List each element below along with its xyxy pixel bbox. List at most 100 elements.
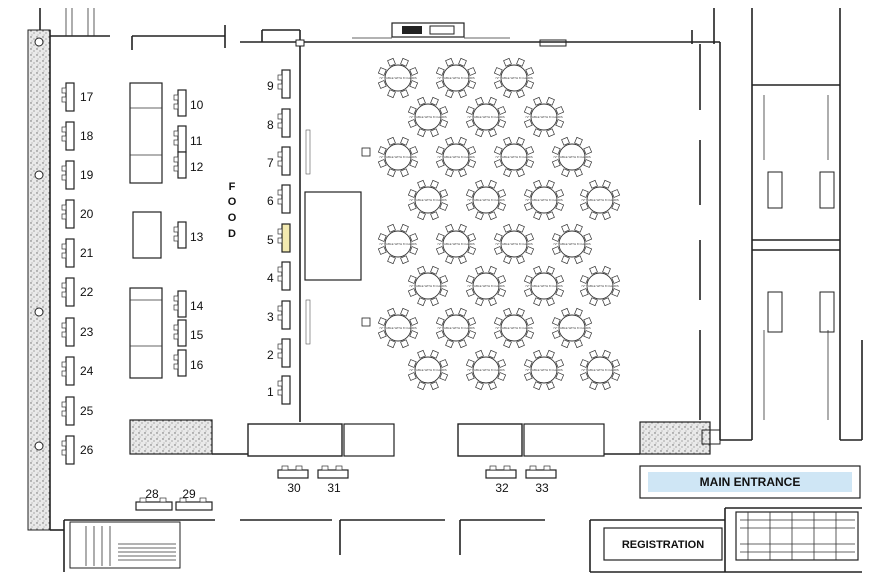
booth-10: 10 <box>173 89 204 117</box>
table-label: 72" TABLE WITH 8 CHAIRS <box>467 198 505 202</box>
booth-6: 6 <box>267 184 291 214</box>
table-label: 72" TABLE WITH 8 CHAIRS <box>525 198 563 202</box>
round-table: 72" TABLE WITH 8 CHAIRS <box>377 136 419 178</box>
booth-29: 29 <box>175 487 213 511</box>
booth-30: 30 <box>277 465 309 495</box>
booth-15: 15 <box>173 319 204 347</box>
booth-number: 13 <box>190 230 204 244</box>
stairs <box>69 521 181 569</box>
booth-31: 31 <box>317 465 349 495</box>
booth-number: 23 <box>80 325 94 339</box>
booth-number: 14 <box>190 299 204 313</box>
booth-number: 12 <box>190 160 204 174</box>
round-table: 72" TABLE WITH 8 CHAIRS <box>377 223 419 265</box>
booth-22: 22 <box>61 277 94 307</box>
booth-number: 9 <box>267 79 274 93</box>
booth-number: 1 <box>267 385 274 399</box>
left-wall-stone <box>27 29 51 531</box>
round-table: 72" TABLE WITH 8 CHAIRS <box>493 136 535 178</box>
round-table: 72" TABLE WITH 8 CHAIRS <box>407 179 449 221</box>
booth-number: 28 <box>145 487 159 501</box>
round-table: 72" TABLE WITH 8 CHAIRS <box>465 349 507 391</box>
table-label: 72" TABLE WITH 8 CHAIRS <box>495 242 533 246</box>
booth-number: 24 <box>80 364 94 378</box>
pillars <box>34 37 44 451</box>
table-label: 72" TABLE WITH 8 CHAIRS <box>553 155 591 159</box>
round-table: 72" TABLE WITH 8 CHAIRS <box>579 179 621 221</box>
booth-number: 20 <box>80 207 94 221</box>
table-label: 72" TABLE WITH 8 CHAIRS <box>495 326 533 330</box>
food-label-d: D <box>228 228 236 240</box>
booth-3: 3 <box>267 300 291 330</box>
booth-number: 16 <box>190 358 204 372</box>
booth-23: 23 <box>61 317 94 347</box>
booth-8: 8 <box>267 108 291 138</box>
table-label: 72" TABLE WITH 8 CHAIRS <box>379 76 417 80</box>
table-label: 72" TABLE WITH 8 CHAIRS <box>379 242 417 246</box>
booth-19: 19 <box>61 160 94 190</box>
table-label: 72" TABLE WITH 8 CHAIRS <box>437 326 475 330</box>
registration-label: REGISTRATION <box>622 539 704 551</box>
round-table: 72" TABLE WITH 8 CHAIRS <box>435 136 477 178</box>
table-label: 72" TABLE WITH 8 CHAIRS <box>495 155 533 159</box>
booth-number: 4 <box>267 271 274 285</box>
round-table: 72" TABLE WITH 8 CHAIRS <box>407 265 449 307</box>
booth-number: 5 <box>267 233 274 247</box>
table-label: 72" TABLE WITH 8 CHAIRS <box>581 198 619 202</box>
table-label: 72" TABLE WITH 8 CHAIRS <box>437 76 475 80</box>
stage <box>304 191 362 281</box>
round-tables: 72" TABLE WITH 8 CHAIRS 72" TABLE WITH 8 … <box>377 57 621 391</box>
round-table: 72" TABLE WITH 8 CHAIRS <box>551 307 593 349</box>
booth-2: 2 <box>267 338 291 368</box>
booth-20: 20 <box>61 199 94 229</box>
booth-number: 33 <box>535 481 549 495</box>
round-table: 72" TABLE WITH 8 CHAIRS <box>465 265 507 307</box>
booths: 1718192021222324252610111213141516987654… <box>61 69 557 511</box>
escalator <box>735 511 859 561</box>
table-label: 72" TABLE WITH 8 CHAIRS <box>409 198 447 202</box>
booth-number: 6 <box>267 194 274 208</box>
round-table: 72" TABLE WITH 8 CHAIRS <box>523 96 565 138</box>
table-label: 72" TABLE WITH 8 CHAIRS <box>409 368 447 372</box>
table-label: 72" TABLE WITH 8 CHAIRS <box>581 368 619 372</box>
table-label: 72" TABLE WITH 8 CHAIRS <box>581 284 619 288</box>
booth-11: 11 <box>173 125 203 153</box>
food-label-f: F <box>229 181 236 193</box>
table-label: 72" TABLE WITH 8 CHAIRS <box>437 155 475 159</box>
round-table: 72" TABLE WITH 8 CHAIRS <box>407 96 449 138</box>
table-label: 72" TABLE WITH 8 CHAIRS <box>525 368 563 372</box>
round-table: 72" TABLE WITH 8 CHAIRS <box>493 57 535 99</box>
booth-number: 31 <box>327 481 341 495</box>
booth-number: 29 <box>182 487 196 501</box>
round-table: 72" TABLE WITH 8 CHAIRS <box>377 307 419 349</box>
round-table: 72" TABLE WITH 8 CHAIRS <box>435 307 477 349</box>
booth-number: 21 <box>80 246 94 260</box>
table-label: 72" TABLE WITH 8 CHAIRS <box>379 326 417 330</box>
booth-number: 15 <box>190 328 204 342</box>
round-table: 72" TABLE WITH 8 CHAIRS <box>523 349 565 391</box>
planter-left <box>129 419 213 455</box>
booth-number: 32 <box>495 481 509 495</box>
booth-7: 7 <box>267 146 291 176</box>
booth-number: 18 <box>80 129 94 143</box>
booth-number: 11 <box>190 134 203 148</box>
booth-14: 14 <box>173 290 204 318</box>
table-label: 72" TABLE WITH 8 CHAIRS <box>495 76 533 80</box>
booth-number: 3 <box>267 310 274 324</box>
round-table: 72" TABLE WITH 8 CHAIRS <box>579 349 621 391</box>
booth-5: 5 <box>267 223 291 253</box>
booth-number: 22 <box>80 285 94 299</box>
table-label: 72" TABLE WITH 8 CHAIRS <box>525 284 563 288</box>
booth-24: 24 <box>61 356 94 386</box>
table-label: 72" TABLE WITH 8 CHAIRS <box>553 242 591 246</box>
table-label: 72" TABLE WITH 8 CHAIRS <box>553 326 591 330</box>
booth-number: 8 <box>267 118 274 132</box>
booth-number: 10 <box>190 98 204 112</box>
booth-28: 28 <box>135 487 173 511</box>
round-table: 72" TABLE WITH 8 CHAIRS <box>523 265 565 307</box>
food-label-o1: O <box>228 196 237 208</box>
round-table: 72" TABLE WITH 8 CHAIRS <box>579 265 621 307</box>
booth-33: 33 <box>525 465 557 495</box>
table-label: 72" TABLE WITH 8 CHAIRS <box>467 284 505 288</box>
